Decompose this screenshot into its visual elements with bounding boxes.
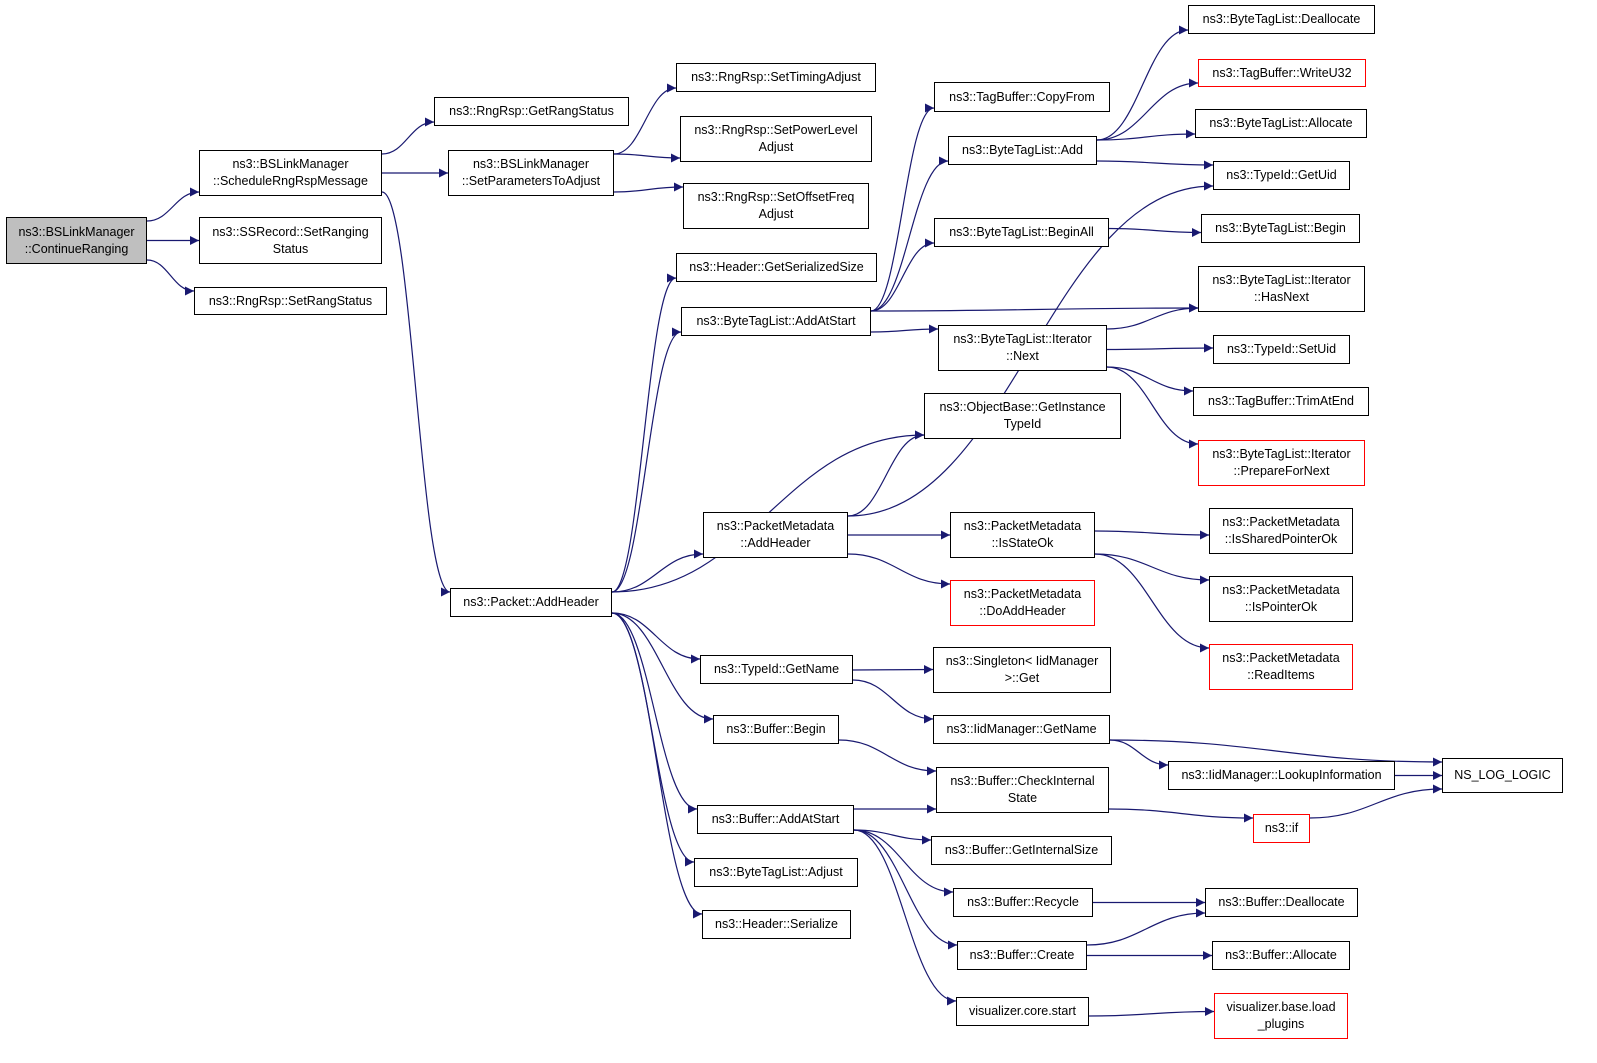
node-visualizer-base-load-plugins[interactable]: visualizer.base.load _plugins — [1214, 993, 1348, 1039]
call-edge-byteTagListAddAtStart-to-tagBufferCopyFrom — [870, 103, 935, 312]
node-bytetaglist-begin[interactable]: ns3::ByteTagList::Begin — [1201, 214, 1360, 243]
node-buffer-deallocate[interactable]: ns3::Buffer::Deallocate — [1205, 888, 1358, 917]
node-bslinkmanager-setparameterstoadjust[interactable]: ns3::BSLinkManager ::SetParametersToAdju… — [448, 150, 614, 196]
node-typeid-getuid[interactable]: ns3::TypeId::GetUid — [1213, 161, 1350, 190]
node-tagbuffer-writeu32[interactable]: ns3::TagBuffer::WriteU32 — [1198, 59, 1366, 87]
node-bytetaglist-beginall[interactable]: ns3::ByteTagList::BeginAll — [934, 218, 1109, 247]
node-buffer-allocate[interactable]: ns3::Buffer::Allocate — [1212, 941, 1350, 970]
node-tagbuffer-trimatend[interactable]: ns3::TagBuffer::TrimAtEnd — [1193, 387, 1369, 416]
node-packetmetadata-isstateok[interactable]: ns3::PacketMetadata ::IsStateOk — [950, 512, 1095, 558]
call-edge-bufferCheckInternalState-to-ns3If — [1108, 808, 1254, 823]
node-ssrecord-setrangingstatus[interactable]: ns3::SSRecord::SetRanging Status — [199, 217, 382, 264]
node-rngrsp-setoffsetfreqadjust[interactable]: ns3::RngRsp::SetOffsetFreq Adjust — [683, 183, 869, 229]
node-iidmanager-getname[interactable]: ns3::IidManager::GetName — [933, 715, 1110, 744]
call-edge-iteratorNext-to-typeIdSetUid — [1106, 343, 1214, 353]
call-edge-byteTagListBeginAll-to-byteTagListBegin — [1108, 227, 1202, 237]
node-ns3-if[interactable]: ns3::if — [1253, 814, 1310, 843]
call-edge-visualizerCoreStart-to-visualizerLoadPlugins — [1088, 1007, 1215, 1017]
node-packetmetadata-addheader[interactable]: ns3::PacketMetadata ::AddHeader — [703, 512, 848, 558]
call-edge-packetAddHeader-to-headerGetSerializedSize — [611, 273, 677, 593]
node-bytetaglist-addatstart[interactable]: ns3::ByteTagList::AddAtStart — [681, 307, 871, 336]
call-edge-packetAddHeader-to-bufferBegin — [611, 612, 714, 724]
call-edge-typeIdGetName-to-singletonGet — [852, 665, 934, 675]
node-bytetaglist-iterator-preparefornext[interactable]: ns3::ByteTagList::Iterator ::PrepareForN… — [1198, 440, 1365, 486]
node-buffer-recycle[interactable]: ns3::Buffer::Recycle — [953, 888, 1093, 917]
call-edge-isStateOk-to-isSharedPointerOk — [1094, 530, 1210, 540]
node-buffer-begin[interactable]: ns3::Buffer::Begin — [713, 715, 839, 744]
node-packetmetadata-issharedpointerok[interactable]: ns3::PacketMetadata ::IsSharedPointerOk — [1209, 508, 1353, 554]
node-rngrsp-setrangstatus[interactable]: ns3::RngRsp::SetRangStatus — [194, 287, 387, 315]
node-packetmetadata-readitems[interactable]: ns3::PacketMetadata ::ReadItems — [1209, 644, 1353, 690]
node-bslinkmanager-continueranging: ns3::BSLinkManager ::ContinueRanging — [6, 217, 147, 264]
call-edge-byteTagListAdd-to-byteTagListDeallocate — [1096, 25, 1189, 141]
node-rngrsp-setpowerleveladjust[interactable]: ns3::RngRsp::SetPowerLevel Adjust — [680, 116, 872, 162]
node-buffer-getinternalsize[interactable]: ns3::Buffer::GetInternalSize — [931, 836, 1112, 865]
node-bytetaglist-deallocate[interactable]: ns3::ByteTagList::Deallocate — [1188, 5, 1375, 34]
call-edge-packetAddHeader-to-packetMetadataAddHeader — [611, 549, 704, 593]
node-tagbuffer-copyfrom[interactable]: ns3::TagBuffer::CopyFrom — [934, 82, 1110, 112]
call-edge-bufferAddAtStart-to-visualizerCoreStart — [853, 829, 957, 1006]
node-singleton-iidmanager-get[interactable]: ns3::Singleton< IidManager >::Get — [933, 647, 1111, 693]
call-edge-packetAddHeader-to-bufferAddAtStart — [611, 612, 698, 814]
call-edge-typeIdGetName-to-iidManagerGetName — [852, 679, 934, 724]
call-edge-byteTagListAdd-to-tagBufferWriteU32 — [1096, 78, 1199, 141]
call-edge-iidManagerGetName-to-nsLogLogic — [1109, 739, 1443, 767]
node-visualizer-core-start[interactable]: visualizer.core.start — [956, 997, 1089, 1026]
call-edge-packetMetadataAddHeader-to-doAddHeader — [847, 553, 951, 589]
call-edge-isStateOk-to-readItems — [1094, 553, 1210, 653]
node-typeid-setuid[interactable]: ns3::TypeId::SetUid — [1213, 335, 1350, 364]
call-edge-bufferCreate-to-bufferDeallocate — [1086, 908, 1206, 946]
call-edge-iidManagerGetName-to-lookupInformation — [1109, 739, 1169, 770]
call-edge-scheduleRngRspMessage-to-getRangStatus — [381, 117, 435, 155]
node-buffer-checkinternalstate[interactable]: ns3::Buffer::CheckInternal State — [936, 767, 1109, 813]
node-bytetaglist-allocate[interactable]: ns3::ByteTagList::Allocate — [1195, 109, 1367, 138]
call-edge-root-to-rngRspSetRangStatus — [146, 259, 195, 296]
node-packetmetadata-doaddheader[interactable]: ns3::PacketMetadata ::DoAddHeader — [950, 580, 1095, 626]
call-edge-byteTagListAddAtStart-to-iteratorNext — [870, 324, 939, 334]
call-edge-byteTagListAddAtStart-to-byteTagListBeginAll — [870, 238, 935, 312]
call-edge-setParametersToAdjust-to-setPowerLevelAdjust — [613, 153, 681, 163]
node-bytetaglist-iterator-hasnext[interactable]: ns3::ByteTagList::Iterator ::HasNext — [1198, 266, 1365, 312]
call-edges — [146, 25, 1443, 1017]
node-packetmetadata-ispointerok[interactable]: ns3::PacketMetadata ::IsPointerOk — [1209, 576, 1353, 622]
node-ns-log-logic[interactable]: NS_LOG_LOGIC — [1442, 758, 1563, 793]
call-edge-iteratorNext-to-tagBufferTrimAtEnd — [1106, 366, 1194, 396]
call-edge-isStateOk-to-isPointerOk — [1094, 553, 1210, 585]
call-edge-bufferAddAtStart-to-bufferCreate — [853, 829, 958, 950]
node-iidmanager-lookupinformation[interactable]: ns3::IidManager::LookupInformation — [1168, 761, 1395, 790]
node-bslinkmanager-schedulerngrspmessage[interactable]: ns3::BSLinkManager ::ScheduleRngRspMessa… — [199, 150, 382, 196]
node-buffer-addatstart[interactable]: ns3::Buffer::AddAtStart — [697, 805, 854, 834]
call-edge-bufferAddAtStart-to-bufferRecycle — [853, 829, 954, 897]
node-bytetaglist-add[interactable]: ns3::ByteTagList::Add — [948, 136, 1097, 165]
call-edge-byteTagListAddAtStart-to-byteTagListAdd — [870, 156, 949, 312]
node-bytetaglist-adjust[interactable]: ns3::ByteTagList::Adjust — [694, 858, 858, 887]
node-packet-addheader[interactable]: ns3::Packet::AddHeader — [450, 588, 612, 617]
call-edge-setParametersToAdjust-to-setOffsetFreqAdjust — [613, 182, 684, 193]
node-bytetaglist-iterator-next[interactable]: ns3::ByteTagList::Iterator ::Next — [938, 325, 1107, 371]
call-edge-byteTagListAdd-to-byteTagListAllocate — [1096, 129, 1196, 141]
node-buffer-create[interactable]: ns3::Buffer::Create — [957, 941, 1087, 970]
call-edge-iteratorNext-to-iteratorHasNext — [1106, 303, 1199, 330]
call-edge-byteTagListAddAtStart-to-iteratorHasNext — [870, 303, 1199, 313]
node-typeid-getname[interactable]: ns3::TypeId::GetName — [700, 655, 853, 684]
node-objectbase-getinstancetypeid[interactable]: ns3::ObjectBase::GetInstance TypeId — [924, 393, 1121, 439]
node-rngrsp-getrangstatus[interactable]: ns3::RngRsp::GetRangStatus — [434, 97, 629, 126]
call-edge-packetMetadataAddHeader-to-objectBaseGetInstanceTypeId — [847, 430, 925, 517]
call-edge-packetAddHeader-to-typeIdGetName — [611, 612, 701, 664]
call-edge-byteTagListAdd-to-typeIdGetUid — [1096, 160, 1214, 170]
node-header-getserializedsize[interactable]: ns3::Header::GetSerializedSize — [676, 253, 877, 282]
call-edge-iteratorNext-to-iteratorPrepareForNext — [1106, 366, 1199, 449]
call-edge-ns3If-to-nsLogLogic — [1309, 784, 1443, 819]
call-edge-bufferBegin-to-bufferCheckInternalState — [838, 739, 937, 776]
call-edge-root-to-scheduleRngRspMessage — [146, 187, 200, 222]
call-edge-packetAddHeader-to-headerSerialize — [611, 612, 703, 919]
node-header-serialize[interactable]: ns3::Header::Serialize — [702, 910, 851, 939]
call-edge-bufferAddAtStart-to-bufferGetInternalSize — [853, 829, 932, 845]
call-edge-setParametersToAdjust-to-setTimingAdjust — [613, 83, 677, 155]
call-edge-scheduleRngRspMessage-to-packetAddHeader — [381, 191, 451, 597]
node-rngrsp-settimingadjust[interactable]: ns3::RngRsp::SetTimingAdjust — [676, 63, 876, 92]
call-edge-packetAddHeader-to-byteTagListAddAtStart — [611, 327, 682, 593]
